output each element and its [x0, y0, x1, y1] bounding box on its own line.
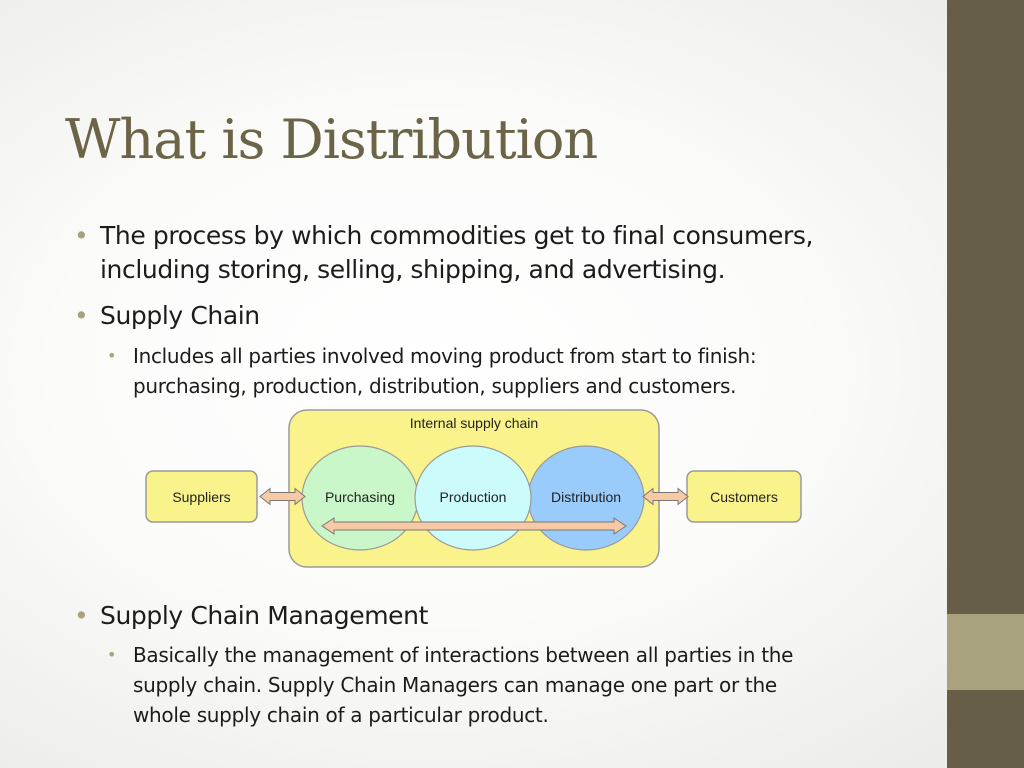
purchasing-label: Purchasing [325, 489, 395, 505]
slide-title: What is Distribution [65, 108, 598, 171]
production-label: Production [440, 489, 507, 505]
bullet-line: supply chain. Supply Chain Managers can … [133, 673, 777, 697]
distribution-customers-arrow [642, 487, 689, 506]
bullet-supply-chain: Supply Chain [74, 299, 813, 333]
sub-bullet-supply-chain-parties: Includes all parties involved moving pro… [107, 341, 813, 401]
bullet-line: including storing, selling, shipping, an… [100, 255, 726, 284]
suppliers-box [145, 470, 258, 523]
bullet-line: Supply Chain [100, 301, 260, 330]
internal-flow-arrow [321, 517, 627, 535]
supply-chain-diagram: Internal supply chain Suppliers Customer… [145, 409, 802, 568]
bullet-line: whole supply chain of a particular produ… [133, 703, 549, 727]
bullet-line: The process by which commodities get to … [100, 221, 813, 250]
bullet-line: Basically the management of interactions… [133, 643, 794, 667]
side-bar-accent [947, 614, 1024, 690]
sub-bullet-management-definition: Basically the management of interactions… [107, 640, 793, 730]
bullet-distribution-definition: The process by which commodities get to … [74, 219, 813, 287]
customers-label: Customers [710, 489, 778, 505]
bullet-supply-chain-management: Supply Chain Management [74, 599, 793, 633]
distribution-label: Distribution [551, 489, 621, 505]
bullet-group-1: The process by which commodities get to … [74, 219, 813, 401]
suppliers-label: Suppliers [172, 489, 230, 505]
bullet-line: Supply Chain Management [100, 601, 428, 630]
internal-supply-chain-label: Internal supply chain [410, 415, 538, 431]
bullet-line: Includes all parties involved moving pro… [133, 344, 757, 368]
bullet-group-2: Supply Chain Management Basically the ma… [74, 599, 793, 730]
suppliers-purchasing-arrow [259, 487, 306, 506]
bullet-line: purchasing, production, distribution, su… [133, 374, 737, 398]
